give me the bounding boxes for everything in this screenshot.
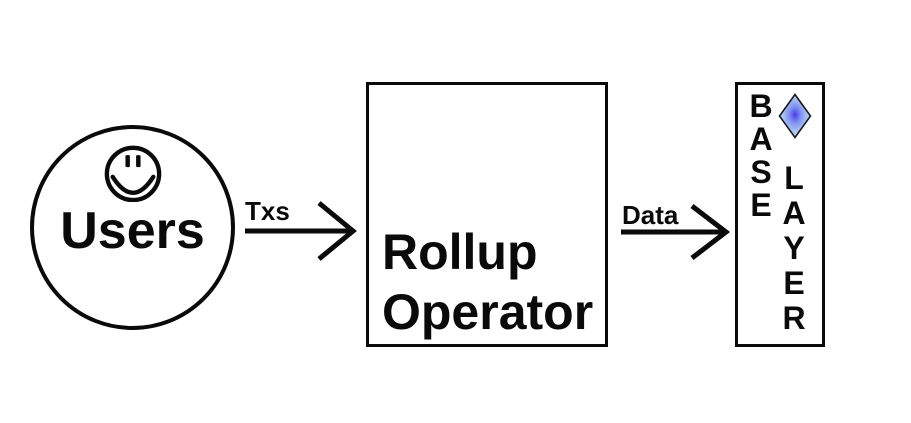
base-layer-node: B A S E L A Y E R	[735, 82, 825, 347]
base-letter: S	[750, 154, 772, 190]
data-arrow-label: Data	[622, 200, 679, 230]
rollup-operator-node: Rollup Operator	[366, 82, 608, 347]
base-letter: B	[749, 88, 773, 124]
layer-letter: L	[784, 160, 804, 196]
base-word-column: B A S E	[744, 90, 778, 222]
users-label: Users	[60, 202, 205, 260]
txs-arrow-label: Txs	[245, 196, 290, 226]
users-node: Users	[30, 125, 235, 330]
layer-letter: A	[782, 195, 806, 231]
layer-letter: R	[782, 300, 806, 336]
diamond-icon	[778, 93, 812, 139]
rollup-operator-label: Rollup Operator	[382, 222, 593, 342]
rollup-label-line1: Rollup	[382, 224, 538, 280]
base-letter: E	[750, 187, 772, 223]
smiley-face-icon	[104, 145, 161, 202]
layer-word-column: L A Y E R	[777, 161, 811, 336]
txs-arrow	[245, 201, 357, 261]
layer-letter: E	[783, 265, 805, 301]
layer-letter: Y	[783, 230, 805, 266]
base-letter: A	[749, 121, 773, 157]
data-arrow	[621, 204, 731, 260]
rollup-label-line2: Operator	[382, 284, 594, 340]
